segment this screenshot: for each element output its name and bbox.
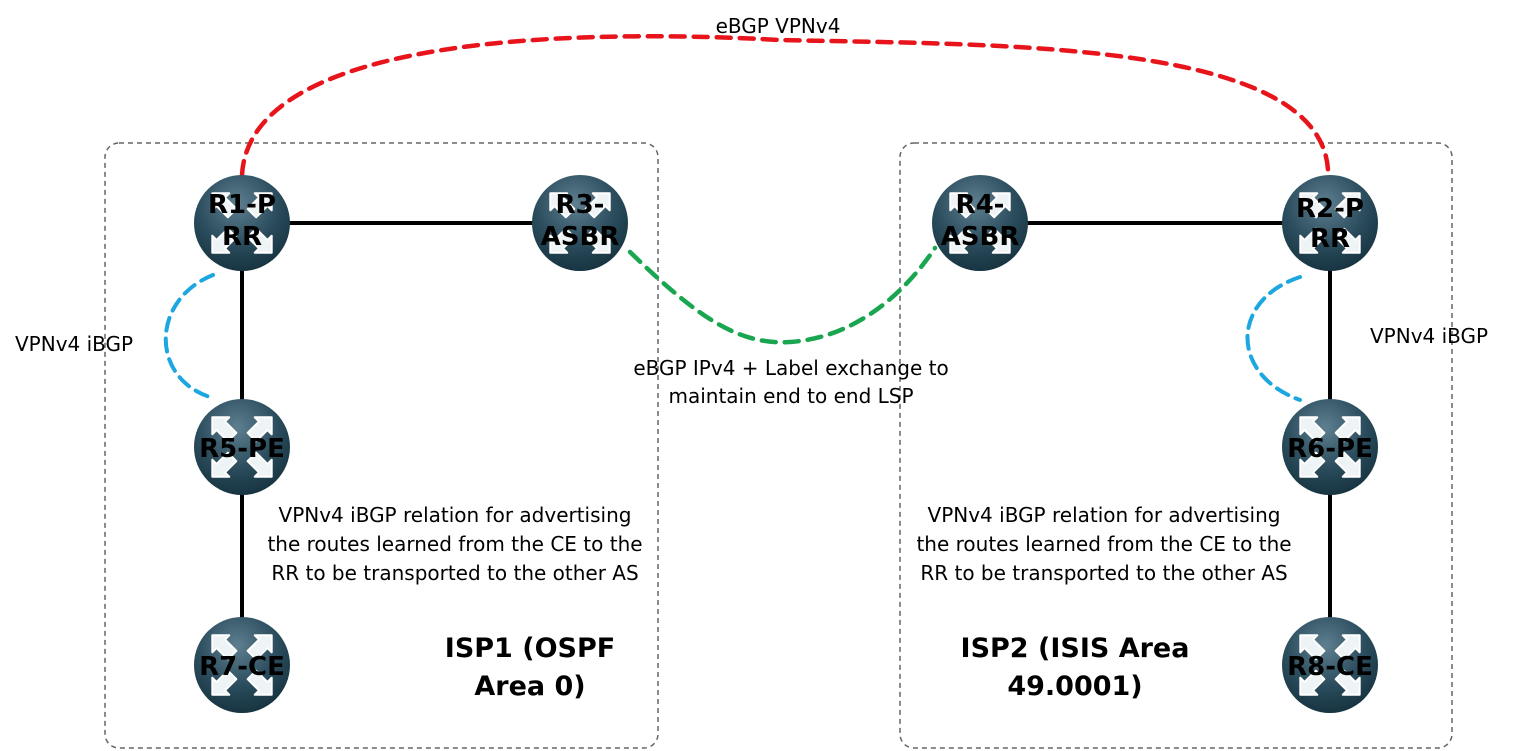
router-r4-label-line2: ASBR bbox=[941, 222, 1020, 252]
router-r2-label-line2: RR bbox=[1310, 224, 1350, 254]
ibgp-right-session bbox=[1245, 275, 1302, 402]
router-r4-label-line1: R4- bbox=[956, 190, 1005, 220]
ebgp-ipv4-label-session bbox=[627, 245, 938, 345]
isp2-title-line1: ISP2 (ISIS Area bbox=[961, 633, 1190, 664]
vpnv4-ibgp-right-label: VPNv4 iBGP bbox=[1370, 324, 1488, 348]
router-r3: R3- ASBR bbox=[532, 175, 628, 271]
ebgp-vpnv4-session bbox=[239, 34, 1331, 178]
router-r5: R5-PE bbox=[194, 399, 290, 495]
relation-right-line3: RR to be transported to the other AS bbox=[920, 561, 1287, 585]
router-r3-label-line2: ASBR bbox=[541, 222, 620, 252]
router-r8: R8-CE bbox=[1282, 617, 1378, 713]
isp1-boundary bbox=[104, 142, 659, 749]
relation-left-line2: the routes learned from the CE to the bbox=[267, 532, 642, 556]
router-r1-label-line2: RR bbox=[222, 222, 262, 252]
router-r6: R6-PE bbox=[1282, 399, 1378, 495]
isp2-title-line2: 49.0001) bbox=[1007, 671, 1142, 702]
router-r7-label: R7-CE bbox=[199, 652, 285, 682]
relation-left-line3: RR to be transported to the other AS bbox=[271, 561, 638, 585]
ibgp-left-session bbox=[163, 273, 215, 400]
router-r5-label: R5-PE bbox=[199, 434, 285, 464]
physical-links bbox=[240, 221, 1332, 665]
isp1-title-line1: ISP1 (OSPF bbox=[445, 633, 615, 664]
router-r4: R4- ASBR bbox=[932, 175, 1028, 271]
relation-right-line2: the routes learned from the CE to the bbox=[916, 532, 1291, 556]
router-r2: R2-P RR bbox=[1282, 175, 1378, 271]
router-r2-label-line1: R2-P bbox=[1296, 194, 1364, 224]
vpnv4-ibgp-left-label: VPNv4 iBGP bbox=[15, 332, 133, 356]
router-r3-label-line1: R3- bbox=[556, 190, 605, 220]
router-r8-label: R8-CE bbox=[1287, 652, 1373, 682]
router-r6-label: R6-PE bbox=[1287, 434, 1373, 464]
relation-right-line1: VPNv4 iBGP relation for advertising bbox=[928, 503, 1281, 527]
ebgp-ipv4-label-line1: eBGP IPv4 + Label exchange to bbox=[633, 356, 948, 380]
isp1-title-line2: Area 0) bbox=[474, 671, 585, 702]
ebgp-ipv4-label-line2: maintain end to end LSP bbox=[668, 384, 913, 408]
relation-left-line1: VPNv4 iBGP relation for advertising bbox=[279, 503, 632, 527]
router-r1: R1-P RR bbox=[194, 175, 290, 271]
ebgp-vpnv4-label: eBGP VPNv4 bbox=[716, 14, 841, 38]
router-r7: R7-CE bbox=[194, 617, 290, 713]
router-r1-label-line1: R1-P bbox=[208, 190, 276, 220]
isp2-boundary bbox=[899, 142, 1453, 749]
